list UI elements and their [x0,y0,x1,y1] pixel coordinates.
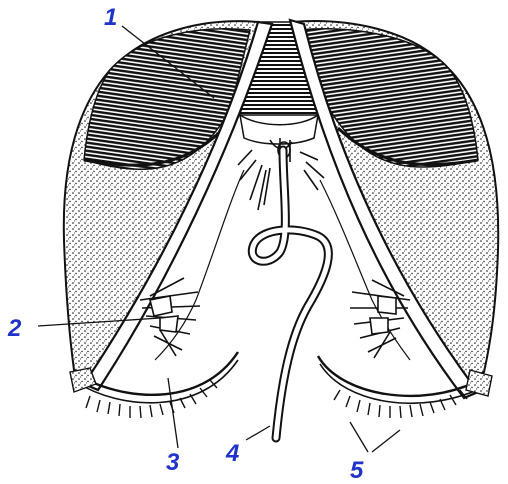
label-3: 3 [166,451,179,475]
label-2: 2 [8,317,21,341]
label-1: 1 [104,6,117,30]
right-lobe [292,21,498,382]
leader-line-5b [372,430,400,452]
label-4: 4 [226,442,239,466]
leader-line-4 [246,426,270,440]
leader-line-3 [168,378,178,448]
leader-line-5a [350,422,368,452]
label-5: 5 [350,459,363,483]
central-tube [252,150,328,438]
